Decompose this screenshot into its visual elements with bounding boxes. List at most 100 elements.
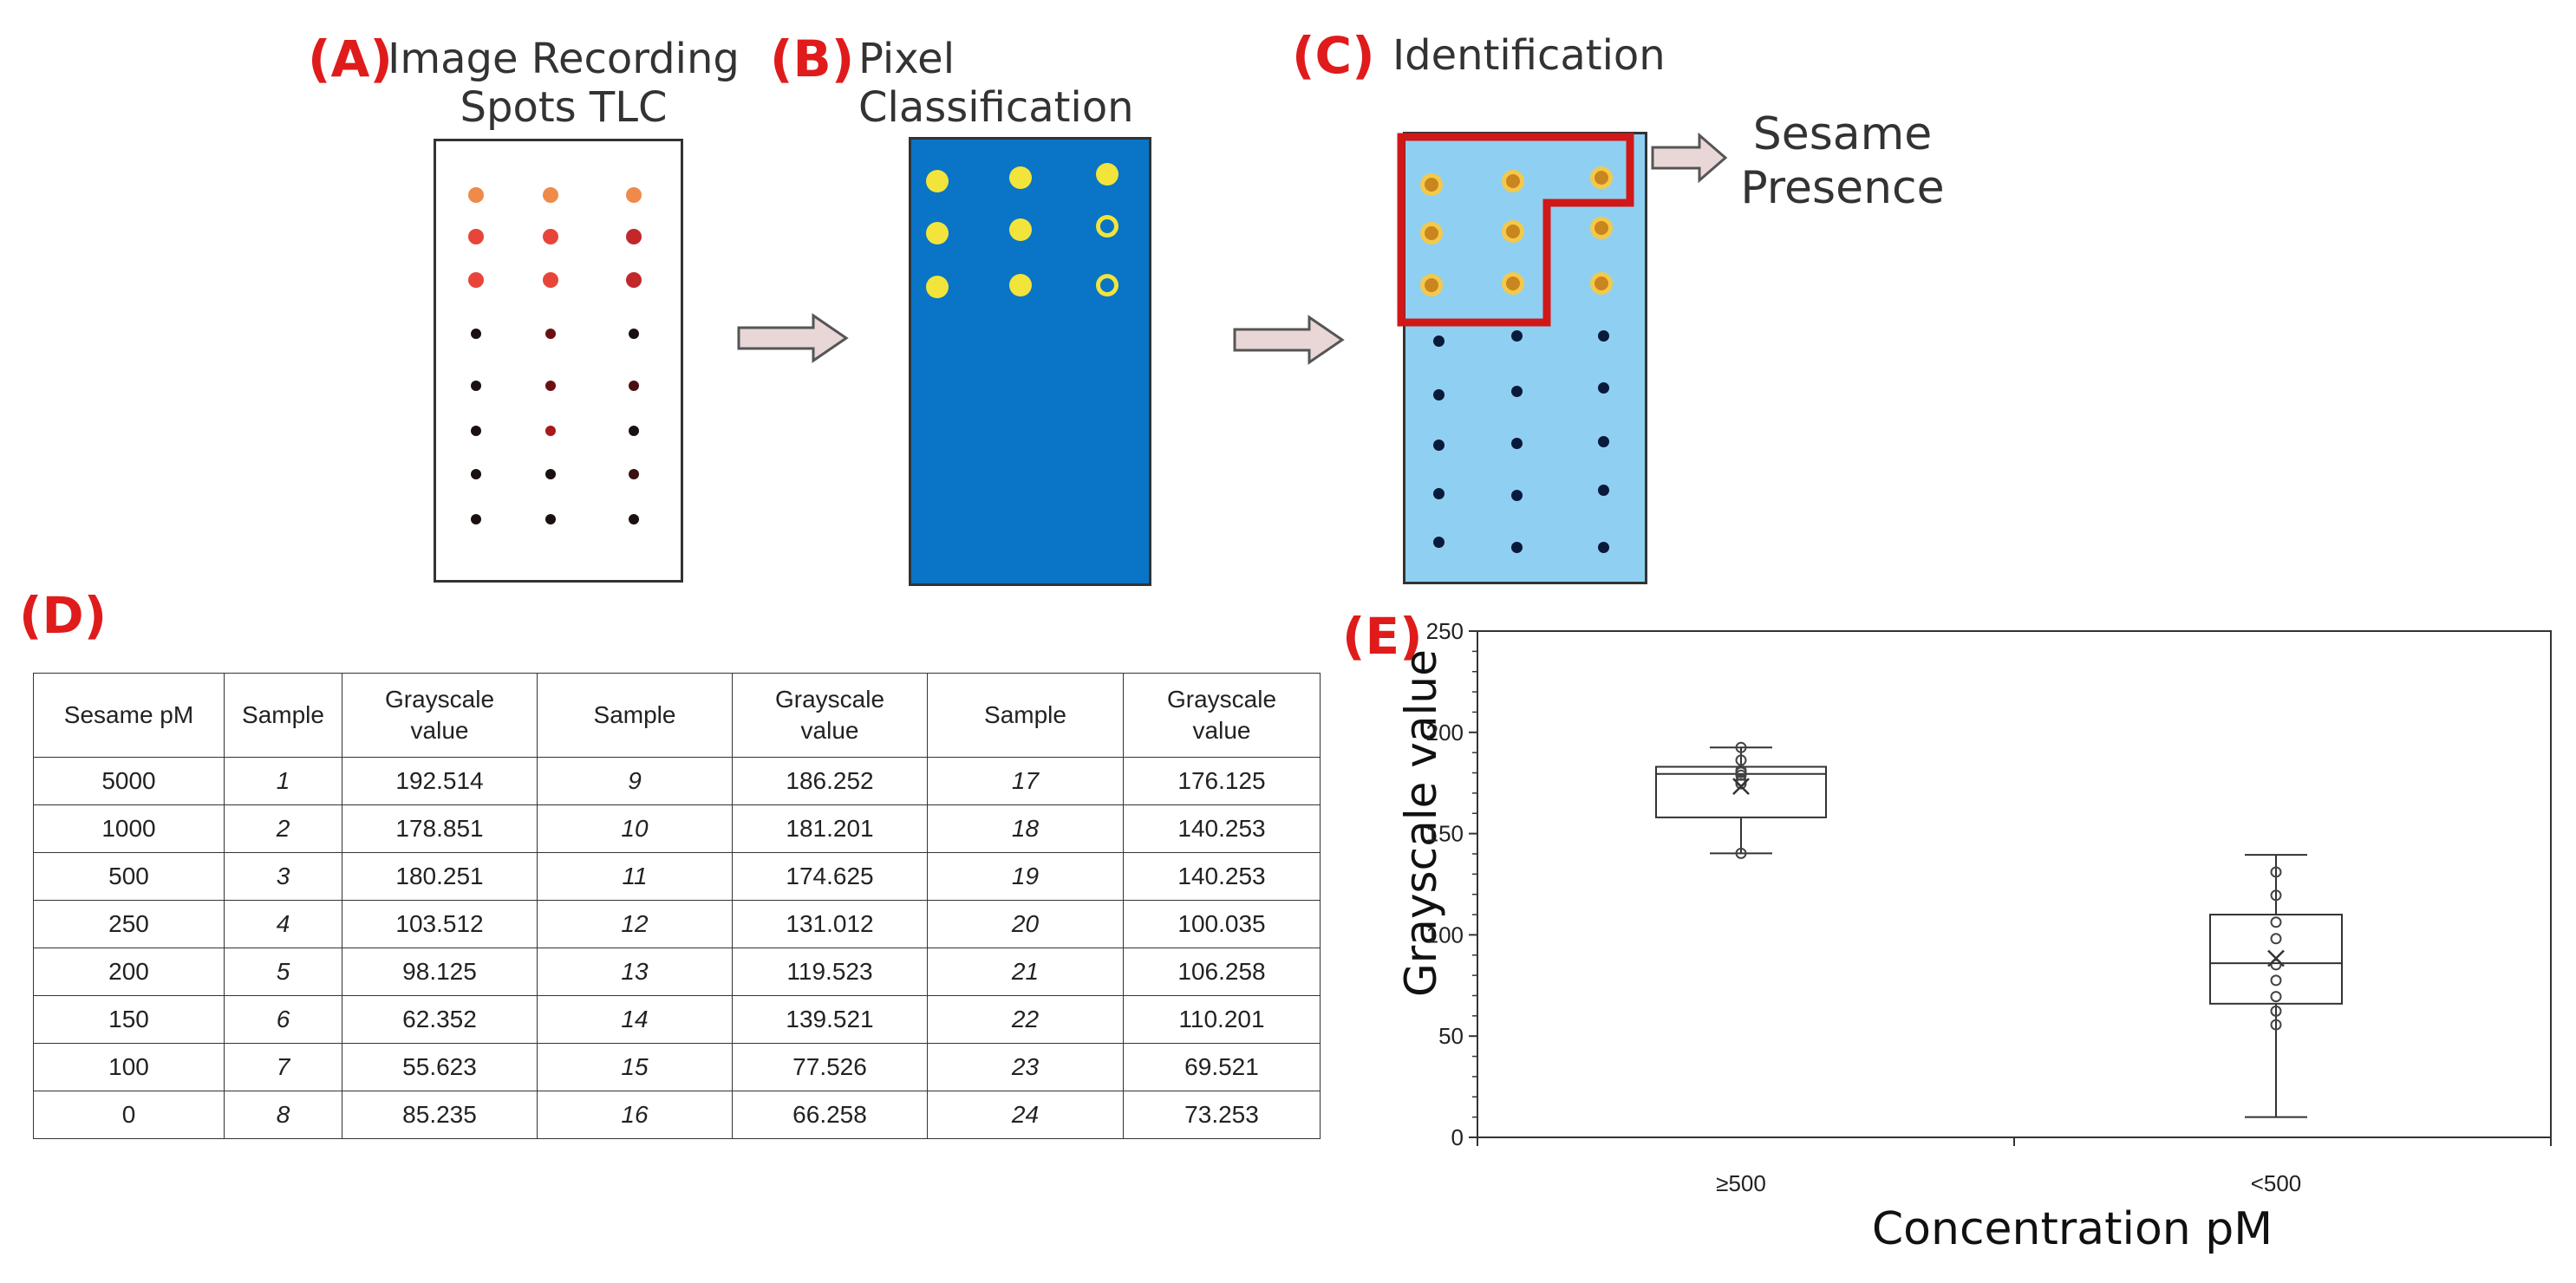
unidentified-spot xyxy=(1597,541,1609,553)
table-cell: 174.625 xyxy=(732,852,928,901)
table-cell: 0 xyxy=(33,1091,225,1139)
unidentified-spot xyxy=(1597,329,1609,342)
data-point xyxy=(2270,1005,2282,1017)
table-cell: 200 xyxy=(33,948,225,996)
tlc-spot xyxy=(471,514,481,524)
classified-spot xyxy=(1100,278,1114,292)
column-header: Sesame pM xyxy=(33,673,225,758)
x-tick-label: <500 xyxy=(2251,1170,2302,1196)
panel-e-letter: (E) xyxy=(1342,607,1423,666)
tlc-spot xyxy=(545,329,556,339)
data-point xyxy=(2270,916,2282,928)
mean-marker xyxy=(2267,949,2285,967)
data-point xyxy=(2270,1019,2282,1031)
unidentified-spot xyxy=(1510,437,1523,449)
tlc-spot xyxy=(545,469,556,479)
table-cell: 11 xyxy=(537,852,733,901)
table-cell: 192.514 xyxy=(342,757,538,805)
unidentified-spot xyxy=(1510,385,1523,397)
table-cell: 178.851 xyxy=(342,804,538,853)
x-tick-label: ≥500 xyxy=(1716,1170,1766,1196)
unidentified-spot xyxy=(1597,484,1609,496)
column-header: Grayscale value xyxy=(1123,673,1321,758)
y-tick-label: 0 xyxy=(1451,1124,1464,1150)
column-header: Grayscale value xyxy=(732,673,928,758)
data-point xyxy=(1735,769,1747,781)
arrow-right-icon xyxy=(1651,132,1728,184)
data-point xyxy=(2270,974,2282,987)
unidentified-spot xyxy=(1597,435,1609,447)
identified-spot xyxy=(1506,174,1520,188)
identified-spot xyxy=(1425,178,1438,192)
table-cell: 9 xyxy=(537,757,733,805)
tlc-plate-image xyxy=(434,139,683,583)
data-point xyxy=(2270,933,2282,945)
unidentified-spot xyxy=(1510,489,1523,501)
classified-spot xyxy=(1096,163,1118,186)
table-cell: 176.125 xyxy=(1123,757,1321,805)
table-cell: 98.125 xyxy=(342,948,538,996)
table-cell: 106.258 xyxy=(1123,948,1321,996)
table-cell: 62.352 xyxy=(342,995,538,1044)
tlc-spot xyxy=(626,229,642,244)
sesame-presence-label: Sesame Presence xyxy=(1725,107,1960,215)
column-header: Sample xyxy=(927,673,1124,758)
identified-spot xyxy=(1506,225,1520,238)
tlc-spot xyxy=(471,469,481,479)
table-cell: 13 xyxy=(537,948,733,996)
identification-highlight-outline xyxy=(1397,133,1634,327)
tlc-spot xyxy=(468,272,484,288)
tlc-spot xyxy=(629,329,639,339)
table-cell: 110.201 xyxy=(1123,995,1321,1044)
panel-a-letter: (A) xyxy=(308,29,393,88)
unidentified-spot xyxy=(1597,381,1609,394)
tlc-spot xyxy=(468,229,484,244)
classified-spot xyxy=(1100,219,1114,233)
mean-marker xyxy=(1732,778,1750,796)
table-cell: 2 xyxy=(224,804,342,853)
unidentified-spot xyxy=(1510,541,1523,553)
tlc-spot xyxy=(545,514,556,524)
table-cell: 139.521 xyxy=(732,995,928,1044)
tlc-spot xyxy=(543,272,558,288)
classified-spot xyxy=(1009,218,1032,241)
table-cell: 8 xyxy=(224,1091,342,1139)
arrow-right-icon xyxy=(737,313,849,363)
tlc-spot xyxy=(543,187,558,203)
table-cell: 5 xyxy=(224,948,342,996)
table-cell: 17 xyxy=(927,757,1124,805)
table-cell: 100.035 xyxy=(1123,900,1321,948)
table-cell: 14 xyxy=(537,995,733,1044)
tlc-spot xyxy=(468,187,484,203)
panel-a-title-line2: Spots TLC xyxy=(460,83,668,132)
tlc-spot xyxy=(629,514,639,524)
tlc-spot xyxy=(626,272,642,288)
panel-c-title: Identification xyxy=(1392,31,1666,80)
y-tick-label: 250 xyxy=(1426,618,1464,644)
table-cell: 12 xyxy=(537,900,733,948)
unidentified-spot xyxy=(1432,487,1445,499)
table-cell: 77.526 xyxy=(732,1043,928,1091)
panel-b-title: Pixel Classification xyxy=(858,35,1134,132)
table-cell: 1 xyxy=(224,757,342,805)
table-cell: 186.252 xyxy=(732,757,928,805)
table-cell: 119.523 xyxy=(732,948,928,996)
classified-spot xyxy=(926,222,949,244)
y-tick-label: 200 xyxy=(1426,720,1464,746)
data-point xyxy=(1735,778,1747,790)
data-point xyxy=(2270,991,2282,1003)
table-cell: 85.235 xyxy=(342,1091,538,1139)
classified-spot xyxy=(926,170,949,192)
table-cell: 16 xyxy=(537,1091,733,1139)
tlc-spot xyxy=(545,426,556,436)
table-cell: 4 xyxy=(224,900,342,948)
y-tick-label: 50 xyxy=(1438,1023,1464,1049)
